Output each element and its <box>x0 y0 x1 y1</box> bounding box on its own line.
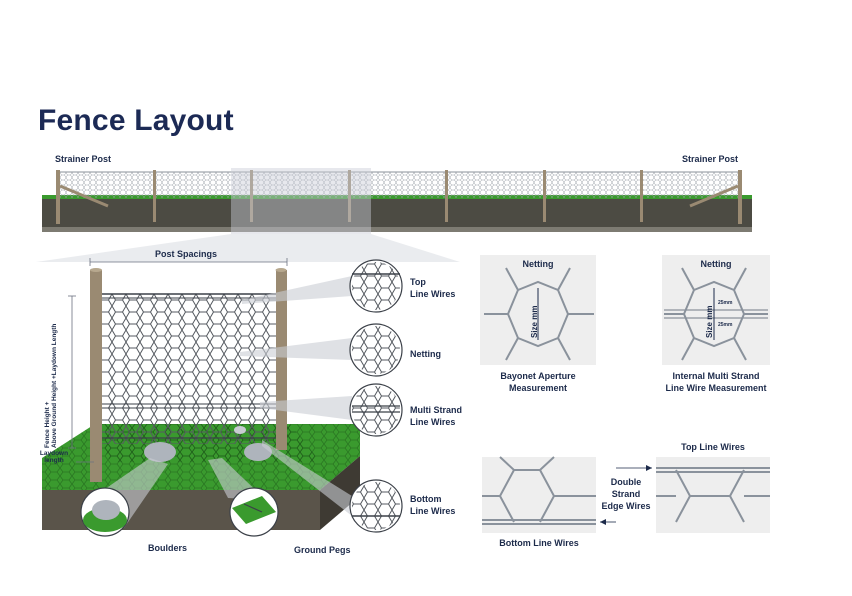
internal-caption: Internal Multi Strand Line Wire Measurem… <box>665 371 767 393</box>
internal-netting-header: Netting <box>700 259 732 269</box>
double-strand-label: Double Strand Edge Wires <box>601 477 651 511</box>
top-line-wires-caption: Top Line Wires <box>681 442 745 452</box>
page-title: Fence Layout <box>38 104 234 137</box>
strainer-post-left-label: Strainer Post <box>55 154 112 164</box>
top-line-wires-label: Top Line Wires <box>410 277 456 299</box>
internal-dim-top: 25mm <box>718 300 733 306</box>
internal-size-label: Size mm <box>705 305 714 338</box>
bayonet-netting-header: Netting <box>522 259 554 269</box>
post-spacings-label: Post Spacings <box>155 249 218 259</box>
netting-label: Netting <box>410 349 441 359</box>
multi-strand-label: Multi Strand Line Wires <box>410 405 462 427</box>
bayonet-caption: Bayonet Aperture Measurement <box>500 371 576 393</box>
fence-height-label: Fence Height + Above Ground Height +Layd… <box>44 323 58 448</box>
ground-pegs-label: Ground Pegs <box>294 545 351 555</box>
laydown-length-label: Laydown length <box>39 450 69 464</box>
bottom-line-wires-caption: Bottom Line Wires <box>499 538 579 548</box>
bayonet-size-label: Size mm <box>530 305 539 338</box>
boulders-label: Boulders <box>148 543 188 553</box>
internal-dim-bottom: 25mm <box>718 322 733 328</box>
bottom-line-wires-label: Bottom Line Wires <box>410 494 456 516</box>
strainer-post-right-label: Strainer Post <box>682 154 739 164</box>
